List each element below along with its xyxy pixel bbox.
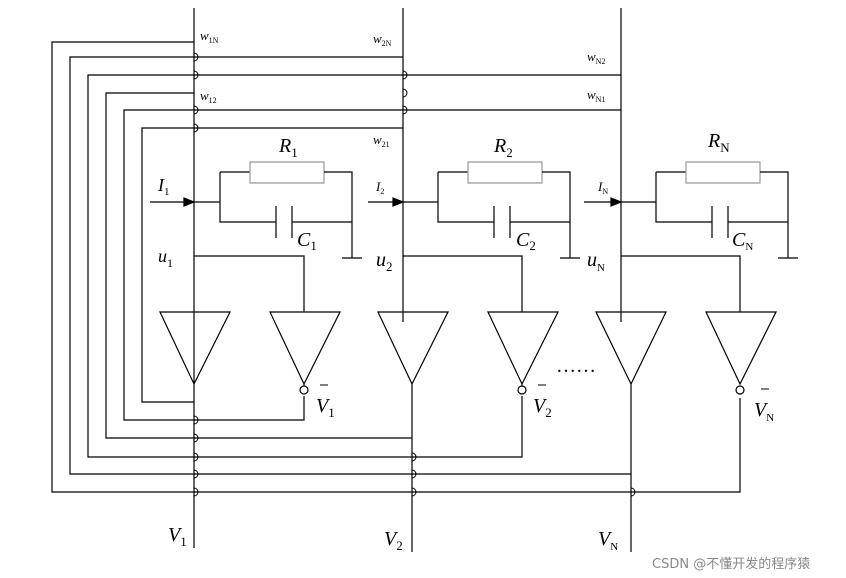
neuron-2 [368, 162, 580, 394]
svg-text:VN: VN [754, 399, 774, 424]
watermark: CSDN @不懂开发的程序猿 [652, 556, 810, 572]
svg-text:w12: w12 [200, 88, 217, 105]
crossover-marks [194, 53, 635, 496]
inverted-output-labels: V1 V2 VN [316, 395, 774, 424]
svg-text:w2N: w2N [373, 31, 392, 48]
svg-text:wN1: wN1 [587, 87, 605, 104]
node-voltage-labels: u1 u2 uN [158, 246, 605, 274]
inverting-amplifier-n [706, 312, 776, 384]
resistor-labels: R1 R2 RN [278, 130, 730, 160]
weight-labels: w1N w2N wN2 w12 wN1 w21 [200, 28, 605, 149]
current-arrow-1 [184, 198, 194, 206]
svg-text:V2: V2 [533, 395, 552, 420]
current-arrow-n [611, 198, 621, 206]
svg-text:u2: u2 [376, 249, 393, 274]
svg-text:V1: V1 [168, 524, 187, 549]
inverting-output-1 [300, 386, 308, 394]
svg-text:V2: V2 [384, 528, 403, 553]
neuron-1 [150, 162, 362, 394]
current-labels: I1 I2 IN [157, 175, 608, 198]
capacitor-labels: C1 C2 CN [297, 229, 753, 253]
inverting-output-n [736, 386, 744, 394]
svg-text:VN: VN [598, 528, 618, 553]
current-arrow-2 [393, 198, 403, 206]
resistor-2 [468, 162, 542, 183]
svg-text:R2: R2 [493, 135, 513, 160]
neuron-n [584, 162, 798, 394]
inverting-amplifier-1 [270, 312, 340, 384]
feedback-wire-1 [52, 42, 740, 492]
svg-text:R1: R1 [278, 135, 298, 160]
feedback-wire-2 [70, 57, 631, 474]
svg-text:RN: RN [707, 130, 730, 155]
svg-text:I2: I2 [375, 179, 384, 196]
svg-text:uN: uN [587, 249, 605, 274]
svg-text:C1: C1 [297, 229, 317, 253]
svg-text:wN2: wN2 [587, 49, 605, 66]
feedback-wire-6 [142, 128, 403, 402]
svg-text:IN: IN [597, 179, 608, 196]
feedback-wire-4 [106, 93, 412, 438]
inverting-output-2 [518, 386, 526, 394]
resistor-n [686, 162, 760, 183]
amplifier-1 [160, 312, 230, 384]
svg-text:CN: CN [732, 229, 753, 253]
svg-text:u1: u1 [158, 246, 173, 270]
feedback-wire-3 [88, 75, 621, 457]
svg-text:w21: w21 [373, 132, 390, 149]
svg-text:I1: I1 [157, 175, 170, 198]
inverting-amplifier-2 [488, 312, 558, 384]
amplifier-n [596, 312, 666, 384]
resistor-1 [250, 162, 324, 183]
ellipsis-dots: …… [556, 355, 596, 377]
svg-text:C2: C2 [516, 229, 536, 253]
amplifier-2 [378, 312, 448, 384]
svg-text:w1N: w1N [200, 28, 219, 45]
output-labels: V1 V2 VN [168, 524, 618, 553]
feedback-wire-5 [124, 110, 621, 420]
svg-text:V1: V1 [316, 395, 335, 420]
